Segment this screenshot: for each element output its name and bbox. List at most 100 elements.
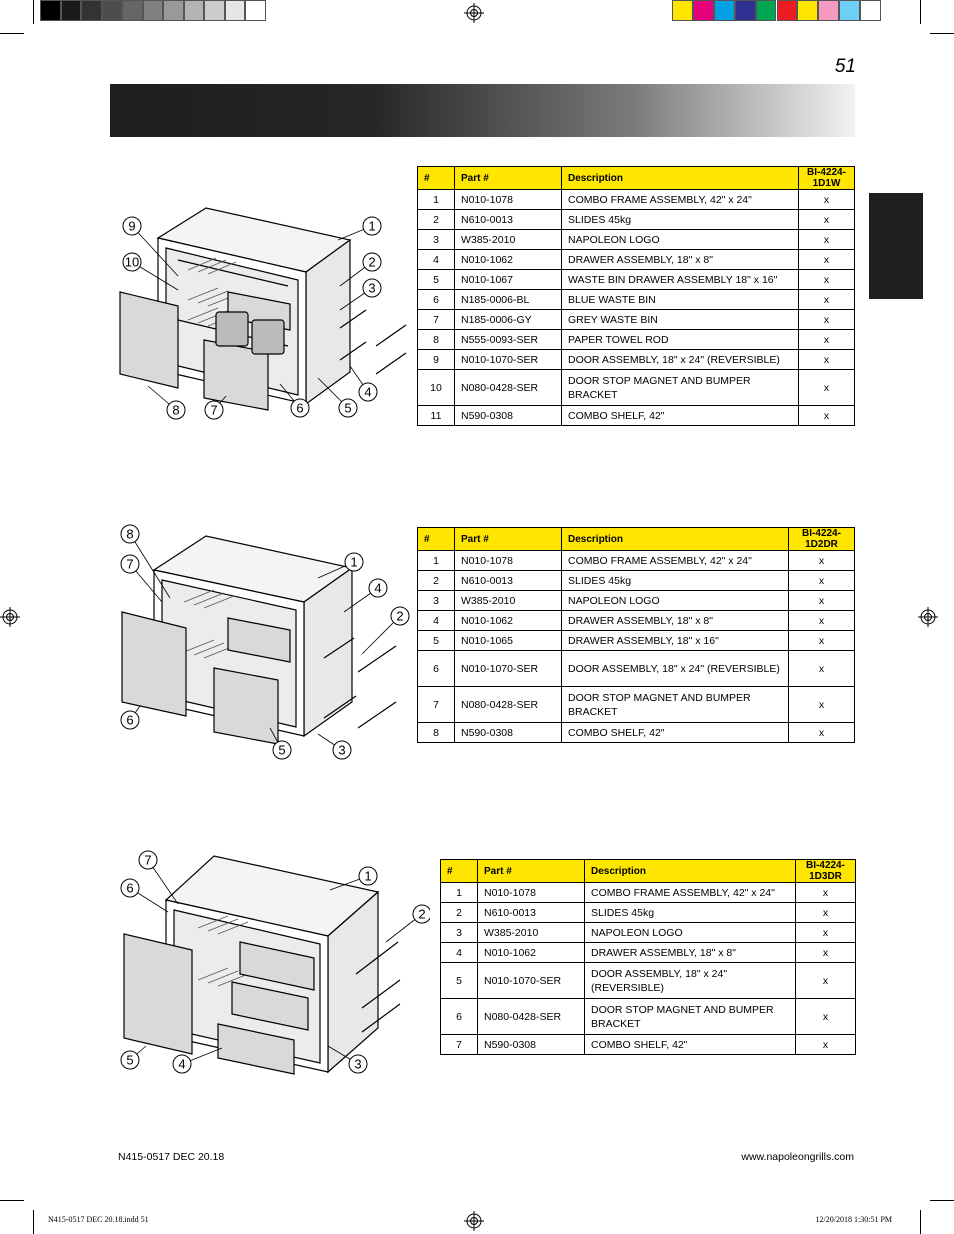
item-number: 6 [417, 650, 455, 687]
footer-document-code: N415-0517 DEC 20.18 [118, 1151, 225, 1163]
part-number: N010-1067 [454, 269, 562, 290]
item-number: 2 [417, 209, 455, 230]
item-number: 4 [440, 942, 478, 963]
part-description: SLIDES 45kg [584, 902, 796, 923]
part-description: COMBO SHELF, 42" [584, 1034, 796, 1055]
callout-circle [362, 216, 382, 236]
color-swatch [797, 0, 819, 21]
registration-target-icon [0, 607, 20, 627]
part-number: W385-2010 [454, 590, 562, 611]
availability-mark: x [788, 590, 855, 611]
part-description: SLIDES 45kg [561, 570, 789, 591]
availability-mark: x [798, 269, 855, 290]
availability-mark: x [795, 902, 856, 923]
availability-mark: x [788, 630, 855, 651]
color-swatch [101, 0, 122, 21]
color-swatch [734, 0, 756, 21]
callout-circle [138, 850, 158, 870]
part-description: NAPOLEON LOGO [584, 922, 796, 943]
callout-circle [390, 606, 410, 626]
part-description: DOOR ASSEMBLY, 18" x 24" (REVERSIBLE) [561, 349, 799, 370]
item-number: 2 [417, 570, 455, 591]
part-description: COMBO FRAME ASSEMBLY, 42" x 24" [561, 550, 789, 571]
color-swatch [839, 0, 861, 21]
crop-mark [920, 1210, 921, 1234]
callout-circle [362, 278, 382, 298]
header-band [110, 84, 855, 137]
color-swatch [245, 0, 266, 21]
item-number: 7 [440, 1034, 478, 1055]
callout-circle [272, 740, 292, 760]
availability-mark: x [798, 229, 855, 250]
part-description: COMBO FRAME ASSEMBLY, 42" x 24" [561, 189, 799, 210]
callout-number: 3 [354, 1057, 361, 1072]
callout-number: 5 [278, 743, 285, 758]
part-description: COMBO SHELF, 42" [561, 722, 789, 743]
crop-mark [0, 1200, 24, 1201]
footer-website-link[interactable]: www.napoleongrills.com [741, 1151, 854, 1163]
column-header: Part # [454, 166, 562, 190]
part-description: BLUE WASTE BIN [561, 289, 799, 310]
callout-number: 6 [296, 401, 303, 416]
callout-circle [120, 710, 140, 730]
item-number: 6 [440, 998, 478, 1035]
column-header: Description [561, 166, 799, 190]
part-description: NAPOLEON LOGO [561, 590, 789, 611]
color-swatch [122, 0, 143, 21]
part-number: N010-1070-SER [454, 349, 562, 370]
callout-number: 2 [418, 907, 425, 922]
callout-number: 10 [125, 255, 139, 270]
part-number: N590-0308 [454, 405, 562, 426]
color-swatch [755, 0, 777, 21]
column-header: BI-4224-1D2DR [788, 527, 855, 551]
part-number: N590-0308 [477, 1034, 585, 1055]
callout-circle [172, 1054, 192, 1074]
crop-mark [930, 1200, 954, 1201]
availability-mark: x [798, 405, 855, 426]
part-description: PAPER TOWEL ROD [561, 329, 799, 350]
callout-circle [166, 400, 186, 420]
item-number: 5 [440, 962, 478, 999]
part-number: N010-1062 [454, 610, 562, 631]
part-description: NAPOLEON LOGO [561, 229, 799, 250]
callout-number: 6 [126, 713, 133, 728]
color-swatch [818, 0, 840, 21]
callout-circle [120, 554, 140, 574]
color-swatch [81, 0, 102, 21]
column-header: BI-4224-1D3DR [795, 859, 856, 883]
page-number: 51 [834, 56, 856, 77]
part-description: DOOR ASSEMBLY, 18" x 24" (REVERSIBLE) [584, 962, 796, 999]
part-description: GREY WASTE BIN [561, 309, 799, 330]
registration-target-icon [918, 607, 938, 627]
availability-mark: x [798, 369, 855, 406]
item-number: 10 [417, 369, 455, 406]
crop-mark [33, 0, 34, 24]
callout-circle [120, 878, 140, 898]
callout-leader-line [129, 533, 171, 599]
column-header: Description [584, 859, 796, 883]
color-swatch [60, 0, 81, 21]
callout-circle [348, 1054, 368, 1074]
part-description: DRAWER ASSEMBLY, 18" x 8" [584, 942, 796, 963]
item-number: 8 [417, 722, 455, 743]
item-number: 5 [417, 630, 455, 651]
callout-circle [120, 524, 140, 544]
part-number: N010-1078 [454, 550, 562, 571]
callout-circle [358, 382, 378, 402]
crop-mark [930, 33, 954, 34]
part-number: N610-0013 [454, 570, 562, 591]
availability-mark: x [788, 570, 855, 591]
availability-mark: x [798, 189, 855, 210]
part-number: N555-0093-SER [454, 329, 562, 350]
item-number: 3 [440, 922, 478, 943]
